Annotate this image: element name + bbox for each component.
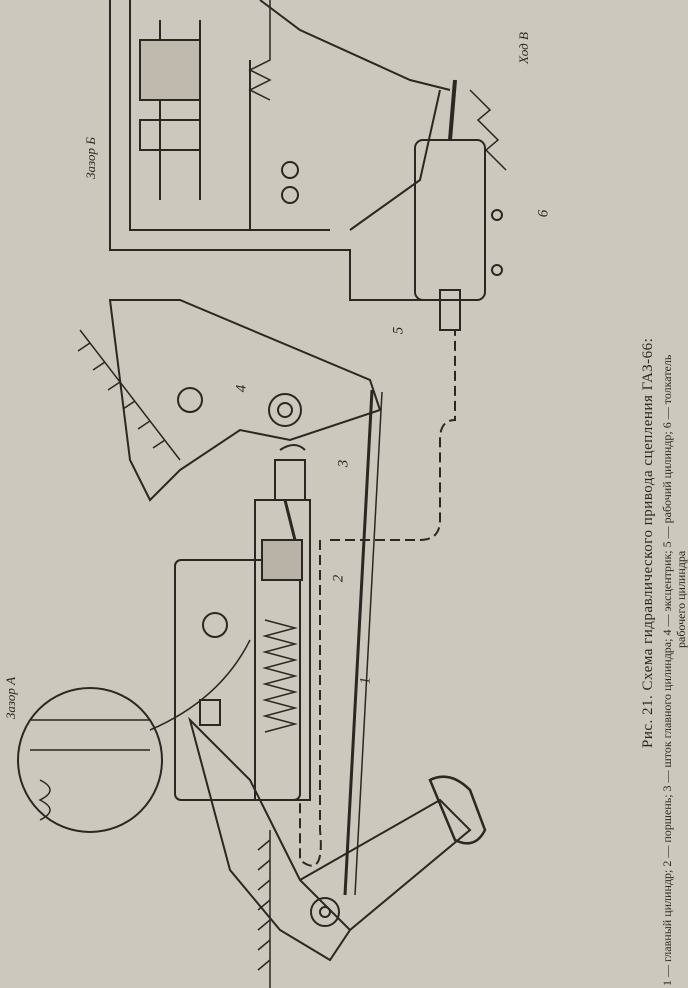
push-rod (343, 389, 383, 896)
hydraulic-line (299, 330, 456, 867)
inset-detail (17, 639, 251, 833)
upper-lever (108, 299, 382, 638)
figure-legend-line-2: рабочего цилиндра (674, 550, 688, 648)
figure-caption-title: Рис. 21. Схема гидравлического привода с… (640, 337, 656, 748)
figure-legend-line-1: 1 — главный цилиндр; 2 — поршень; 3 — шт… (660, 354, 674, 986)
clutch-housing (109, 0, 451, 301)
pedal (188, 716, 487, 962)
ground-hatching (77, 329, 271, 988)
master-cylinder (174, 444, 311, 801)
slave-cylinder (414, 79, 507, 331)
